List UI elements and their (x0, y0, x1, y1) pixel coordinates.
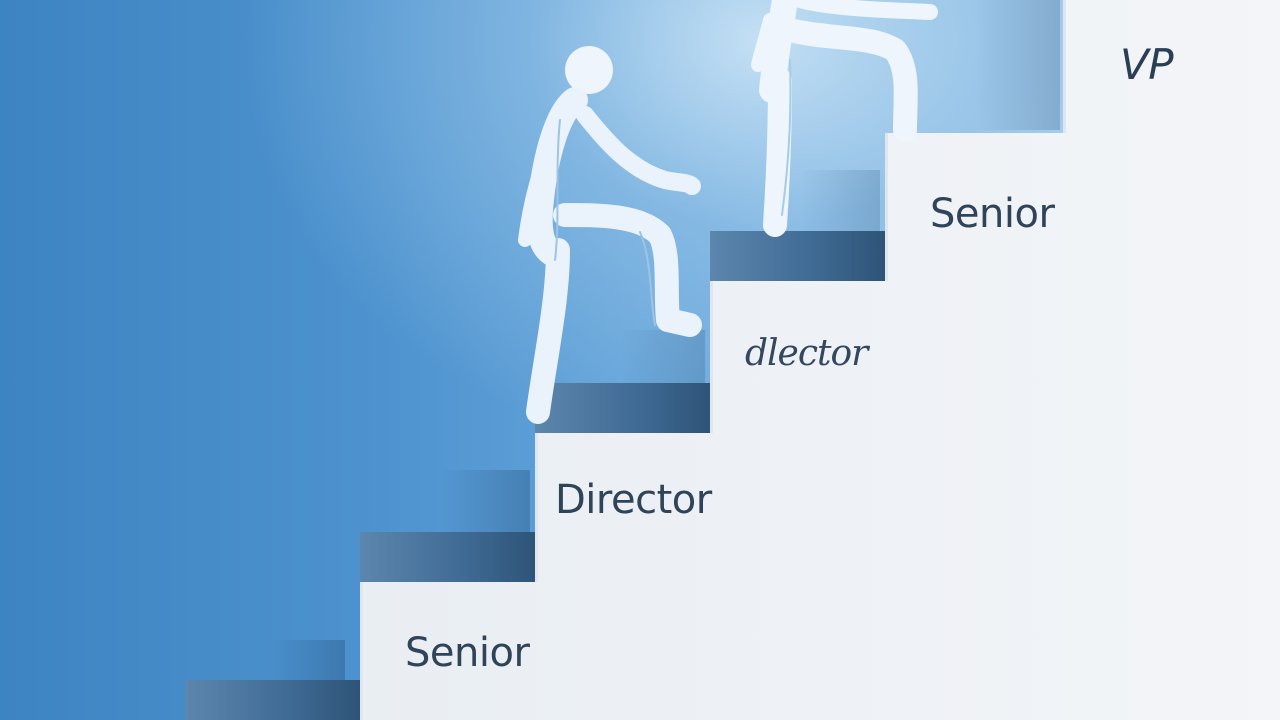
step-label-vp: VP (1120, 40, 1174, 89)
riser-edge (710, 281, 713, 433)
riser-edge (885, 133, 888, 281)
step-shadow (620, 330, 705, 390)
step-label-senior-upper: Senior (930, 191, 1055, 237)
step-label-dlector: dlector (745, 333, 868, 374)
riser-edge (1063, 0, 1066, 133)
step-label-director: Director (555, 477, 712, 523)
step-label-senior-lower: Senior (405, 630, 530, 676)
step-tread-1 (185, 680, 360, 720)
climbing-person-icon (518, 46, 702, 424)
step-shadow (800, 170, 880, 235)
step-tread-2 (360, 532, 535, 582)
step-shadow (975, 0, 1060, 130)
step-tread-3 (535, 383, 710, 433)
riser-edge (360, 582, 363, 720)
step-tread-4 (710, 231, 885, 281)
step-shadow (440, 470, 530, 540)
climbing-person-icon (751, 0, 938, 237)
staircase-body (360, 0, 1280, 720)
riser-edge (535, 433, 538, 582)
